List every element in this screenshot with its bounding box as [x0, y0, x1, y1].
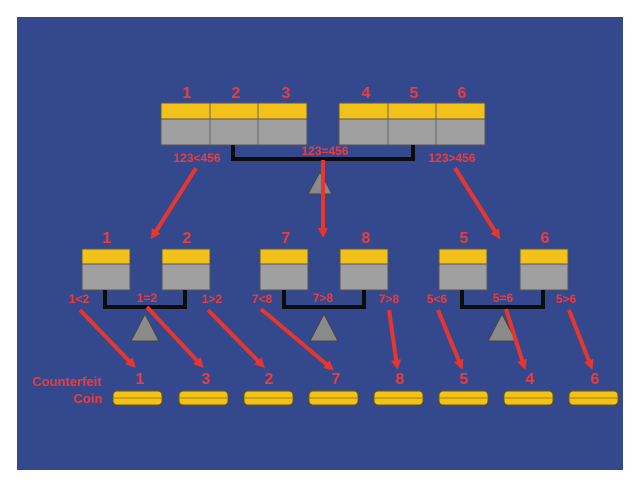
top-left-pan — [160, 102, 308, 146]
outcome-label: 7<8 — [252, 292, 273, 306]
result-caption: Coin — [74, 391, 103, 406]
coin-label: 5 — [460, 371, 469, 388]
coin-top — [161, 248, 211, 265]
outcome-label: 1>2 — [202, 292, 223, 306]
result-coin: 1 — [112, 371, 163, 406]
result-coin: 6 — [568, 371, 619, 406]
coin-label: 4 — [526, 371, 535, 388]
coin-label: 7 — [332, 371, 341, 388]
outcome-label: 1=2 — [137, 291, 158, 305]
result-coin: 5 — [438, 371, 489, 406]
bottom-arrows — [78, 305, 594, 371]
fulcrum — [309, 312, 339, 342]
fulcrum — [487, 312, 517, 342]
result-coin: 8 — [373, 371, 424, 406]
coin-label: 2 — [183, 230, 192, 247]
coin-stack-top — [160, 102, 308, 120]
coin-label: 7 — [282, 230, 291, 247]
result-coin: 4 — [503, 371, 554, 406]
result-coin: 3 — [178, 371, 229, 406]
arrow — [150, 166, 198, 240]
coin-label: 1 — [136, 371, 145, 388]
arrow — [453, 166, 501, 240]
coin-label: 4 — [362, 85, 371, 102]
outcome-label: 5>6 — [556, 292, 577, 306]
coin-top — [259, 248, 309, 265]
coin-label: 5 — [410, 85, 419, 102]
coin-label: 8 — [396, 371, 405, 388]
arrow — [259, 307, 335, 371]
outcome-label: 7>8 — [313, 291, 334, 305]
coin-top — [339, 248, 389, 265]
outcome-label: 5<6 — [427, 292, 448, 306]
outcome-label: 5=6 — [493, 291, 514, 305]
coin-label: 5 — [460, 230, 469, 247]
coin-stack-top — [338, 102, 486, 120]
top-fulcrum — [307, 170, 333, 195]
top-arrows — [150, 160, 501, 240]
outcome-label: 7>8 — [379, 292, 400, 306]
coin-label: 2 — [232, 85, 241, 102]
arrow — [387, 309, 402, 370]
coin-top — [438, 248, 488, 265]
fulcrum — [130, 312, 160, 342]
top-balance: 1 2 3 4 5 6 123<456 123=456 123>456 — [160, 85, 486, 195]
coin-top — [81, 248, 131, 265]
arrow — [436, 309, 464, 370]
result-coin: 7 — [308, 371, 359, 406]
outcome-label: 123<456 — [173, 151, 220, 165]
outcome-label: 123>456 — [428, 151, 475, 165]
coin-label: 3 — [282, 85, 291, 102]
result-caption: Counterfeit — [32, 374, 102, 389]
coin-label: 8 — [362, 230, 371, 247]
top-beam — [231, 145, 415, 161]
coin-label: 1 — [183, 85, 192, 102]
coin-label: 6 — [541, 230, 550, 247]
arrow — [504, 308, 527, 370]
outcome-label: 123=456 — [301, 144, 348, 158]
arrow — [78, 308, 136, 368]
arrow — [206, 308, 265, 368]
top-right-pan — [338, 102, 486, 146]
coin-label: 2 — [265, 371, 274, 388]
result-coin: 2 — [243, 371, 294, 406]
coin-top — [519, 248, 569, 265]
middle-balance-1: 1 2 1<2 1=2 1>2 — [69, 230, 223, 342]
arrow — [145, 305, 204, 368]
coin-label: 6 — [591, 371, 600, 388]
outcome-label: 1<2 — [69, 292, 90, 306]
middle-balance-3: 5 6 5<6 5=6 5>6 — [427, 230, 577, 342]
coin-label: 3 — [202, 371, 211, 388]
coin-label: 1 — [103, 230, 112, 247]
result-row: Counterfeit Coin 1 3 2 7 8 — [32, 371, 619, 406]
coin-label: 6 — [458, 85, 467, 102]
middle-balance-2: 7 8 7<8 7>8 7>8 — [252, 230, 400, 342]
arrow — [567, 309, 594, 370]
